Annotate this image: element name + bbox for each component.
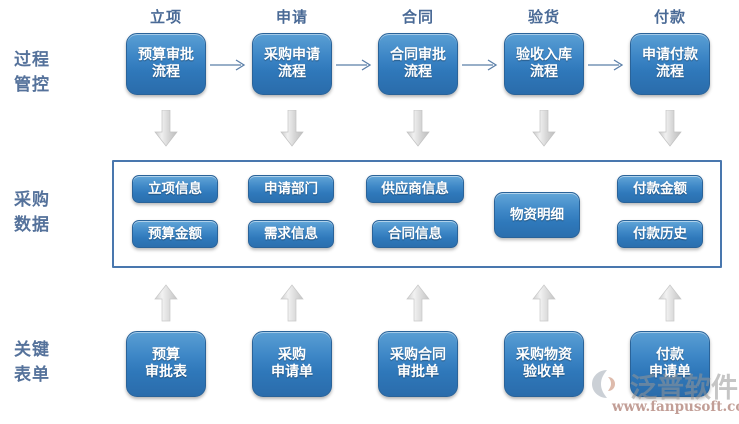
data-pill-supplier-info[interactable]: 供应商信息 [366, 175, 464, 203]
arrow-down-icon-1 [154, 110, 178, 147]
flow-arrow-right-icon-2 [336, 59, 372, 71]
arrow-up-icon-2 [280, 284, 304, 322]
arrow-down-icon-3 [406, 110, 430, 147]
data-pill-contract-info[interactable]: 合同信息 [372, 220, 458, 248]
data-pill-requesting-department[interactable]: 申请部门 [248, 175, 334, 203]
row-label-key-forms-line1: 关键 [14, 340, 50, 360]
arrow-up-icon-4 [532, 284, 556, 322]
form-box-purchase-request-form-line2: 申请单 [271, 364, 313, 380]
form-box-purchase-contract-approval-form-line1: 采购合同 [390, 346, 446, 363]
data-pill-payment-history[interactable]: 付款历史 [617, 220, 703, 248]
procurement-data-container: 立项信息 预算金额 申请部门 需求信息 供应商信息 合同信息 物资明细 付款金额… [112, 160, 722, 268]
process-box-purchase-request[interactable]: 采购申请 流程 [252, 33, 332, 95]
form-box-material-receipt-form-line1: 采购物资 [516, 346, 572, 363]
form-box-purchase-request-form[interactable]: 采购 申请单 [252, 331, 332, 397]
flow-arrow-right-icon-3 [462, 59, 498, 71]
form-box-purchase-contract-approval-form-line2: 审批单 [397, 364, 439, 380]
arrow-down-icon-2 [280, 110, 304, 147]
form-box-budget-approval-sheet[interactable]: 预算 审批表 [126, 331, 206, 397]
data-pill-material-details-label: 物资明细 [510, 206, 564, 223]
form-box-material-receipt-form[interactable]: 采购物资 验收单 [504, 331, 584, 397]
process-box-budget-approval-line2: 流程 [152, 64, 180, 80]
row-label-key-forms-line2: 表单 [14, 365, 50, 385]
data-pill-project-info-label: 立项信息 [148, 180, 202, 197]
process-box-payment-request[interactable]: 申请付款 流程 [630, 33, 710, 95]
row-label-key-forms: 关键 表单 [14, 338, 106, 388]
data-pill-budget-amount[interactable]: 预算金额 [132, 220, 218, 248]
row-label-process-control: 过程 管控 [14, 48, 106, 98]
data-pill-budget-amount-label: 预算金额 [148, 225, 202, 242]
process-box-budget-approval[interactable]: 预算审批 流程 [126, 33, 206, 95]
column-header-lixiang: 立项 [149, 8, 182, 26]
data-pill-project-info[interactable]: 立项信息 [132, 175, 218, 203]
data-pill-material-details[interactable]: 物资明细 [494, 192, 580, 238]
form-box-purchase-contract-approval-form[interactable]: 采购合同 审批单 [378, 331, 458, 397]
process-box-payment-request-line1: 申请付款 [642, 46, 698, 63]
row-label-procurement-data-line1: 采购 [14, 190, 50, 210]
process-box-purchase-request-line2: 流程 [278, 64, 306, 80]
data-pill-demand-info-label: 需求信息 [264, 225, 318, 242]
row-label-process-control-line1: 过程 [14, 50, 50, 70]
column-header-shenqing: 申请 [275, 8, 308, 26]
form-box-budget-approval-sheet-line2: 审批表 [145, 364, 187, 380]
flow-arrow-right-icon-1 [210, 59, 246, 71]
flow-arrow-right-icon-4 [588, 59, 624, 71]
watermark-url: www.fanpusoft.com [612, 399, 739, 415]
process-box-receipt-warehousing-line1: 验收入库 [516, 46, 572, 63]
data-pill-supplier-info-label: 供应商信息 [381, 180, 449, 197]
process-box-budget-approval-line1: 预算审批 [138, 46, 194, 63]
data-pill-payment-amount-label: 付款金额 [633, 180, 687, 197]
column-header-fukuan: 付款 [653, 8, 686, 26]
process-box-purchase-request-line1: 采购申请 [264, 46, 320, 63]
fanpu-logo-icon [592, 370, 615, 398]
arrow-down-icon-4 [532, 110, 556, 147]
form-box-payment-request-form[interactable]: 付款 申请单 [630, 331, 710, 397]
data-pill-payment-history-label: 付款历史 [633, 225, 687, 242]
data-pill-payment-amount[interactable]: 付款金额 [617, 175, 703, 203]
data-pill-contract-info-label: 合同信息 [388, 225, 442, 242]
process-box-contract-approval-line1: 合同审批 [390, 46, 446, 63]
form-box-budget-approval-sheet-line1: 预算 [152, 346, 180, 363]
arrow-up-icon-3 [406, 284, 430, 322]
row-label-procurement-data-line2: 数据 [14, 215, 50, 235]
process-box-receipt-warehousing[interactable]: 验收入库 流程 [504, 33, 584, 95]
form-box-payment-request-form-line2: 申请单 [649, 364, 691, 380]
arrow-down-icon-5 [658, 110, 682, 147]
row-label-process-control-line2: 管控 [14, 75, 50, 95]
column-header-hetong: 合同 [401, 8, 434, 26]
process-box-payment-request-line2: 流程 [656, 64, 684, 80]
process-box-contract-approval[interactable]: 合同审批 流程 [378, 33, 458, 95]
form-box-material-receipt-form-line2: 验收单 [523, 364, 565, 380]
form-box-purchase-request-form-line1: 采购 [278, 346, 306, 363]
data-pill-requesting-department-label: 申请部门 [264, 180, 318, 197]
process-box-contract-approval-line2: 流程 [404, 64, 432, 80]
column-header-yanhuo: 验货 [527, 8, 560, 26]
form-box-payment-request-form-line1: 付款 [656, 346, 684, 363]
process-box-receipt-warehousing-line2: 流程 [530, 64, 558, 80]
arrow-up-icon-5 [658, 284, 682, 322]
data-pill-demand-info[interactable]: 需求信息 [248, 220, 334, 248]
row-label-procurement-data: 采购 数据 [14, 188, 106, 238]
arrow-up-icon-1 [154, 284, 178, 322]
